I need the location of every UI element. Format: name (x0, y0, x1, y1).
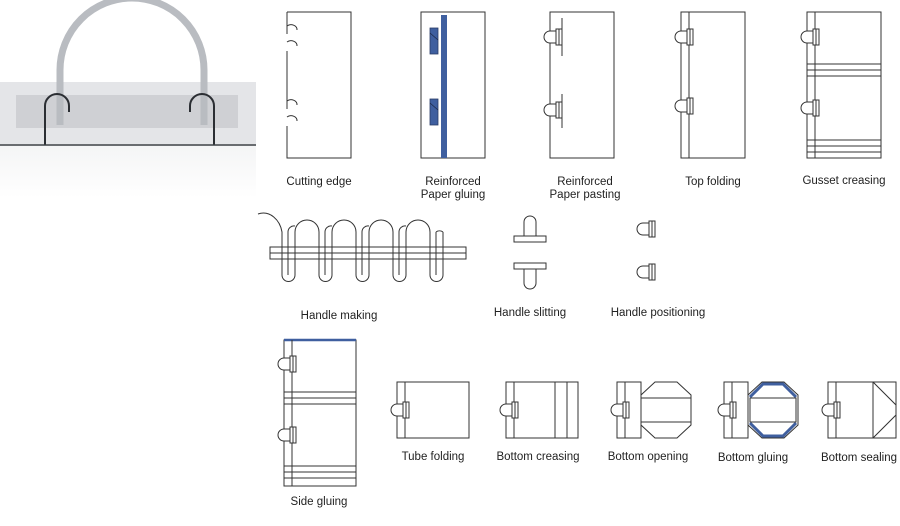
label-handle-slitting: Handle slitting (494, 307, 566, 319)
label-bottom-sealing: Bottom sealing (821, 452, 897, 464)
step-reinforced-paper-pasting: Reinforced Paper pasting (543, 11, 621, 201)
label-handle-positioning: Handle positioning (611, 307, 706, 319)
bag-handle-photo (0, 0, 256, 198)
step-top-folding: Top folding (674, 11, 746, 188)
step-bottom-creasing: Bottom creasing (496, 381, 580, 463)
label-side-gluing: Side gluing (291, 496, 348, 508)
step-gusset-creasing: Gusset creasing (800, 11, 886, 187)
label-reinforced-gluing-2: Paper gluing (421, 189, 486, 201)
label-bottom-gluing: Bottom gluing (718, 452, 788, 464)
step-reinforced-paper-gluing: Reinforced Paper gluing (420, 11, 486, 201)
step-handle-slitting: Handle slitting (494, 215, 566, 319)
step-bottom-sealing: Bottom sealing (821, 381, 897, 464)
label-tube-folding: Tube folding (402, 451, 465, 463)
step-handle-making: Handle making (257, 212, 467, 322)
label-handle-making: Handle making (301, 310, 378, 322)
step-side-gluing: Side gluing (277, 338, 357, 508)
label-reinforced-pasting-1: Reinforced (557, 176, 613, 188)
step-bottom-gluing: Bottom gluing (717, 381, 799, 464)
label-gusset-creasing: Gusset creasing (802, 175, 885, 187)
label-bottom-opening: Bottom opening (608, 451, 689, 463)
label-reinforced-gluing-1: Reinforced (425, 176, 481, 188)
label-cutting-edge: Cutting edge (286, 176, 351, 188)
step-handle-positioning: Handle positioning (611, 220, 706, 319)
step-tube-folding: Tube folding (390, 381, 470, 463)
step-bottom-opening: Bottom opening (608, 381, 692, 463)
label-bottom-creasing: Bottom creasing (496, 451, 579, 463)
label-top-folding: Top folding (685, 176, 741, 188)
step-cutting-edge: Cutting edge (286, 11, 352, 188)
label-reinforced-pasting-2: Paper pasting (550, 189, 621, 201)
